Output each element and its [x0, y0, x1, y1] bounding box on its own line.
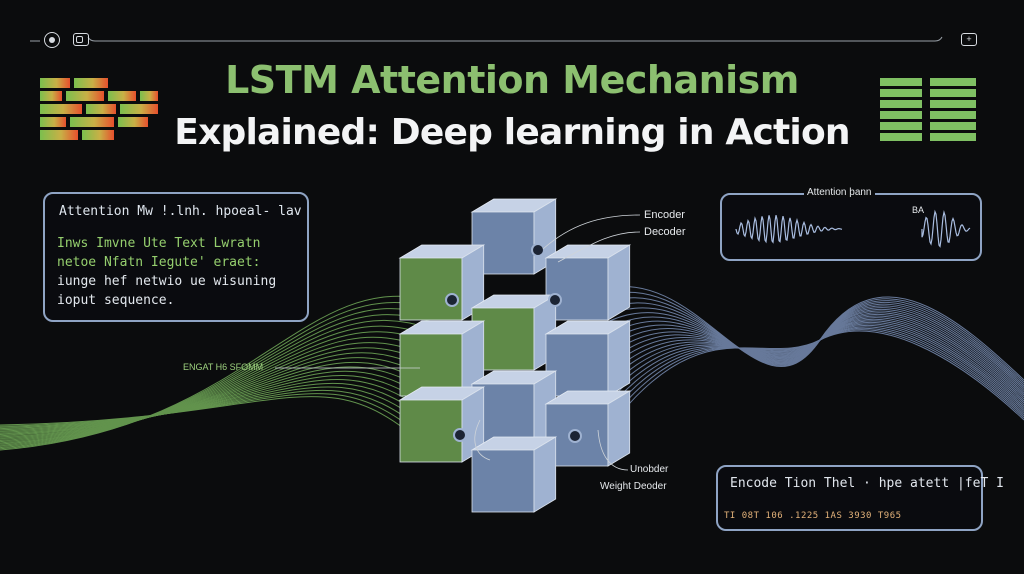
- bar-block: [70, 117, 114, 127]
- green-flow-line: [0, 375, 431, 433]
- blue-flow-line: [599, 330, 1024, 441]
- bottom-label-2: Weight Deoder: [600, 481, 667, 492]
- lstm-cube: [544, 320, 632, 397]
- cube-front-face: [399, 333, 463, 397]
- cube-front-face: [545, 257, 609, 321]
- bar-block: [880, 78, 922, 86]
- encode-panel: Encode Tion Thel · hpe atett |feT I TI 0…: [716, 465, 1004, 531]
- bar-block: [880, 133, 922, 141]
- green-flow-line: [0, 366, 431, 436]
- encode-panel-heading: Encode Tion Thel · hpe atett |feT I: [730, 476, 1004, 491]
- lstm-cube-lattice: [398, 198, 632, 513]
- bar-block: [880, 100, 922, 108]
- cube-front-face: [399, 399, 463, 463]
- blue-flow-line: [599, 286, 1024, 381]
- lstm-cube: [398, 386, 486, 463]
- green-flow-line: [0, 393, 431, 444]
- cog-icon[interactable]: [44, 32, 60, 48]
- bar-block: [930, 89, 976, 97]
- green-flow-lines: [0, 295, 431, 451]
- waveform-panel-title: Attention þann: [804, 187, 875, 198]
- side-label: ENGAT H6 SFOMM: [183, 362, 264, 372]
- bar-block: [82, 130, 114, 140]
- cube-front-face: [471, 449, 535, 513]
- bar-block: [40, 104, 82, 114]
- cube-front-face: [399, 257, 463, 321]
- bar-block: [86, 104, 116, 114]
- green-flow-line: [0, 357, 431, 438]
- waveform-side-text: BA: [912, 205, 925, 215]
- right-bar-blocks: [880, 78, 976, 141]
- bar-block: [930, 111, 976, 119]
- cube-side-face: [607, 244, 631, 321]
- top-rule: [30, 36, 943, 42]
- green-flow-line: [0, 378, 431, 432]
- info-line-2: netoe Nfatn Iegute' eraet:: [57, 255, 261, 270]
- cube-side-face: [533, 436, 557, 513]
- blue-flow-line: [599, 308, 1024, 394]
- green-flow-line: [0, 382, 431, 431]
- info-line-1: Inws Imvne Ute Text Lwratn: [57, 236, 261, 251]
- bar-block: [140, 91, 158, 101]
- bar-block: [930, 122, 976, 130]
- green-flow-line: [0, 361, 431, 437]
- info-panel: Attention Mw !.lnh. hpoeal- lav Inws Imv…: [43, 192, 309, 322]
- title-line-2: Explained: Deep learning in Action: [174, 112, 850, 153]
- bar-block: [880, 89, 922, 97]
- info-panel-heading: Attention Mw !.lnh. hpoeal- lav: [59, 204, 302, 219]
- info-line-3: iunge hef netwio ue wisuning: [57, 274, 277, 289]
- bar-block: [40, 130, 78, 140]
- title-line-1: LSTM Attention Mechanism: [225, 58, 799, 102]
- lstm-cube: [470, 370, 558, 447]
- waveform-panel: [720, 193, 982, 261]
- bar-block: [880, 111, 922, 119]
- green-flow-line: [0, 370, 431, 434]
- bar-block: [74, 78, 108, 88]
- bar-block: [930, 78, 976, 86]
- bar-block: [40, 78, 70, 88]
- bar-block: [66, 91, 104, 101]
- bar-block: [118, 117, 148, 127]
- bar-block: [40, 91, 62, 101]
- cube-side-face: [607, 320, 631, 397]
- encoder-label: Encoder: [644, 209, 685, 221]
- decoder-label: Decoder: [644, 226, 686, 238]
- lstm-cube: [470, 436, 558, 513]
- lstm-cube: [470, 198, 558, 275]
- lstm-cube: [544, 390, 632, 467]
- plus-minus-icon[interactable]: +: [961, 33, 977, 46]
- info-line-4: ioput sequence.: [57, 293, 175, 308]
- toggle-icon[interactable]: [73, 33, 89, 46]
- green-flow-line: [0, 389, 431, 437]
- bar-block: [108, 91, 136, 101]
- leader-lines: [275, 214, 641, 471]
- bar-block: [40, 117, 66, 127]
- bar-block: [930, 100, 976, 108]
- attention-waveform: [735, 209, 971, 248]
- left-bar-blocks: [40, 78, 158, 140]
- green-flow-line: [0, 386, 431, 430]
- lstm-cube: [470, 294, 558, 371]
- cube-connector-node: [453, 428, 467, 442]
- lstm-cube: [544, 244, 632, 321]
- green-flow-line: [0, 347, 431, 440]
- cube-side-face: [607, 390, 631, 467]
- green-flow-line: [0, 352, 431, 439]
- cube-connector-node: [531, 243, 545, 257]
- bar-block: [120, 104, 158, 114]
- bar-block: [880, 122, 922, 130]
- bar-block: [930, 133, 976, 141]
- cube-connector-node: [548, 293, 562, 307]
- green-flow-line: [0, 396, 431, 451]
- cube-connector-node: [568, 429, 582, 443]
- cube-connector-node: [445, 293, 459, 307]
- lstm-cube: [398, 244, 486, 321]
- plus-minus-glyph: +: [966, 34, 972, 44]
- encode-panel-numbers: TI 08T 106 .1225 1AS 3930 T965: [724, 511, 902, 521]
- lstm-cube: [398, 320, 486, 397]
- bottom-label-1: Unobder: [630, 464, 669, 475]
- blue-flow-lines: [599, 286, 1024, 441]
